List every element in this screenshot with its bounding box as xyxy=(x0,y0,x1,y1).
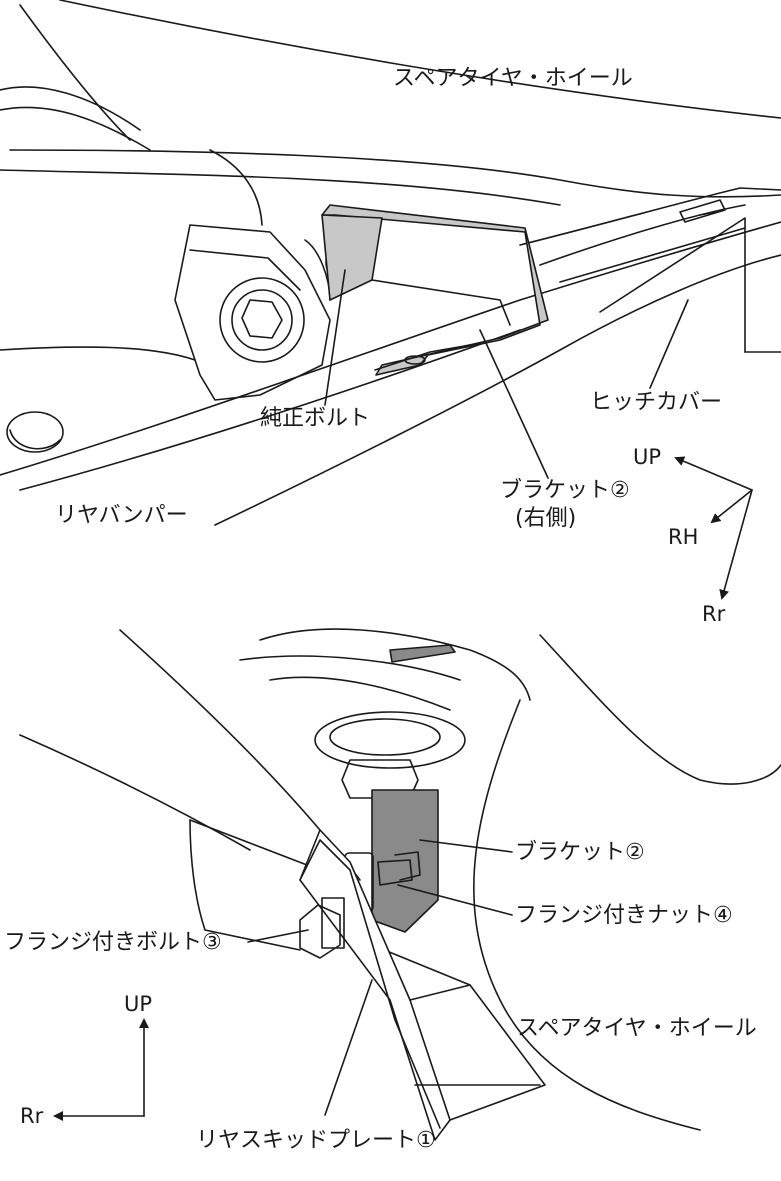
label-spare-tire-bottom: スペアタイヤ・ホイール xyxy=(517,1016,757,1041)
label-spare-tire-top: スペアタイヤ・ホイール xyxy=(393,66,633,91)
label-skid-plate: リヤスキッドプレート① xyxy=(196,1128,436,1153)
leader-flange-bolt xyxy=(247,929,309,943)
label-flange-bolt: フランジ付きボルト③ xyxy=(4,930,222,955)
label-flange-nut: フランジ付きナット④ xyxy=(515,903,733,928)
top-bracket xyxy=(321,204,549,376)
axis-rh-label-top: RH xyxy=(668,525,699,549)
axis-rr-label-top: Rr xyxy=(702,602,726,626)
leader-hitch-cover xyxy=(649,299,689,389)
bottom-spare-tire-outline xyxy=(19,629,781,1131)
top-rear-bumper xyxy=(0,221,781,526)
leader-flange-nut xyxy=(397,884,513,916)
bottom-washer-bolt-top xyxy=(314,711,466,799)
axis-rh-arrow-top xyxy=(710,489,753,524)
axis-rr-label-bottom: Rr xyxy=(20,1104,44,1128)
leader-bracket-top xyxy=(479,329,549,479)
label-bracket-side: (右側) xyxy=(515,506,577,531)
label-hitch-cover: ヒッチカバー xyxy=(590,390,723,415)
axis-up-arrow-top xyxy=(674,456,753,491)
axis-up-label-top: UP xyxy=(633,445,662,469)
label-bracket-bottom: ブラケット② xyxy=(515,840,645,865)
top-mount-plate xyxy=(174,224,331,401)
top-spare-tire-outline xyxy=(0,0,781,226)
label-genuine-bolt: 純正ボルト xyxy=(260,406,371,431)
top-round-hole xyxy=(6,411,64,453)
label-bracket-top: ブラケット② xyxy=(500,478,630,503)
top-hitch-cover xyxy=(519,187,781,353)
leader-skid-plate xyxy=(324,979,373,1116)
label-rear-bumper: リヤバンパー xyxy=(55,503,188,528)
bottom-upper-bracket-edge xyxy=(239,628,531,711)
bottom-flange-bolt xyxy=(299,897,345,959)
axis-rr-arrow-top xyxy=(719,489,753,600)
leader-genuine-bolt xyxy=(324,269,346,406)
leader-bracket-bottom xyxy=(419,839,513,853)
bottom-skid-plate xyxy=(299,829,546,1141)
axis-up-label-bottom: UP xyxy=(124,992,153,1016)
